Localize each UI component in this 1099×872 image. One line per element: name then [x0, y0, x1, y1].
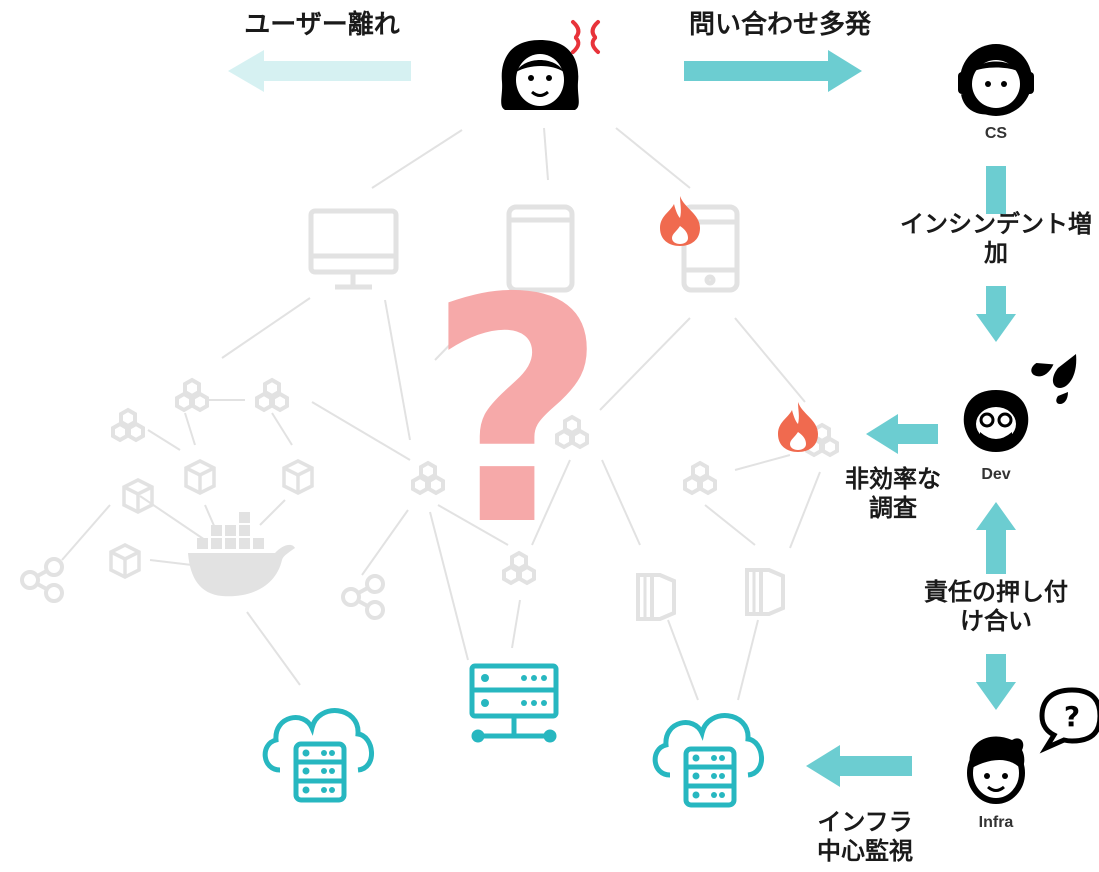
container-cube-icon — [184, 459, 216, 495]
connection-lines — [61, 127, 821, 701]
tablet-icon — [506, 204, 575, 293]
cs-headset-icon — [958, 44, 1034, 116]
microservice-hexagon-icon — [111, 408, 145, 442]
container-cube-icon — [282, 459, 314, 495]
angry-user-icon — [501, 40, 579, 110]
label-infra-monitoring: インフラ中心監視 — [817, 808, 913, 865]
load-balancer-icon — [745, 568, 785, 616]
arrow-cs-to-dev — [976, 166, 1016, 342]
share-node-icon — [341, 574, 385, 620]
role-label-dev: Dev — [981, 466, 1011, 483]
arrow-infra-monitoring — [806, 745, 912, 787]
question-mark: ? — [427, 233, 607, 594]
cloud-server-icon — [265, 711, 371, 800]
svg-text:?: ? — [1064, 700, 1080, 733]
load-balancer-icon — [636, 573, 676, 621]
arrow-dev-investigation — [866, 414, 938, 454]
docker-whale-icon — [188, 512, 295, 597]
microservice-hexagon-icon — [255, 378, 289, 412]
container-cube-icon — [109, 543, 141, 579]
fire-icon — [660, 196, 700, 246]
container-cube-icon — [122, 478, 154, 514]
desktop-icon — [308, 208, 399, 290]
role-label-infra: Infra — [978, 814, 1014, 831]
role-label-cs: CS — [984, 125, 1008, 142]
label-inquiries-surge: 問い合わせ多発 — [688, 10, 871, 40]
fire-icon — [778, 402, 818, 452]
arrow-inquiries — [684, 50, 862, 92]
arrow-user-churn — [228, 50, 411, 92]
developer-icon — [963, 390, 1029, 452]
cloud-server-icon — [655, 716, 761, 805]
microservice-hexagon-icon — [683, 461, 717, 495]
microservice-hexagon-icon — [175, 378, 209, 412]
label-inefficient-investigation: 非効率な調査 — [845, 465, 941, 522]
sweat-drops-icon — [1031, 354, 1077, 404]
arrow-dev-infra — [976, 502, 1016, 710]
label-blame-shifting: 責任の押し付け合い — [924, 578, 1068, 635]
label-incident-increase: インシンデント増加 — [900, 210, 1092, 267]
question-bubble-icon: ? — [1039, 687, 1099, 754]
share-node-icon — [20, 557, 64, 603]
server-rack-icon — [469, 663, 559, 743]
infra-engineer-icon — [967, 736, 1025, 804]
label-user-churn: ユーザー離れ — [244, 10, 400, 40]
anger-mark-icon — [571, 20, 600, 54]
